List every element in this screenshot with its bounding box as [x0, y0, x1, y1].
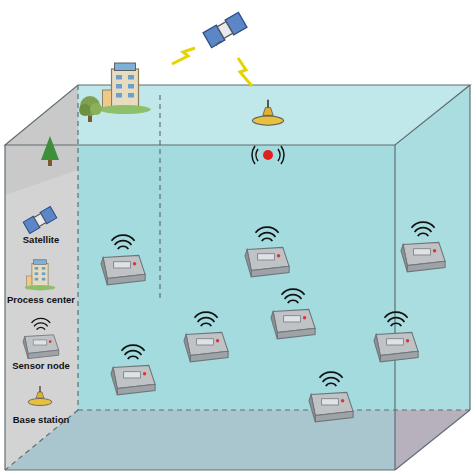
- legend-label: Satellite: [23, 234, 59, 245]
- legend-label: Process center: [7, 294, 75, 305]
- legend-label: Sensor node: [12, 360, 70, 371]
- legend-label: Base station: [13, 414, 70, 425]
